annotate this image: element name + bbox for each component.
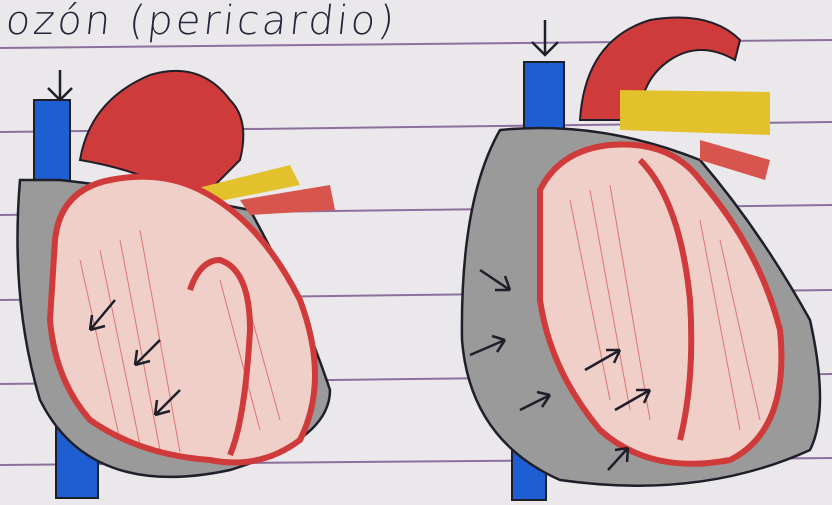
heart-muscle-left [50, 177, 315, 463]
vein-top-left [34, 100, 70, 190]
arrow-down-icon [532, 20, 558, 55]
handwritten-caption: ozón (pericardio) [4, 0, 400, 44]
arrow-down-icon [48, 70, 72, 100]
vein-top-right [524, 62, 564, 134]
nerve-right [620, 90, 770, 135]
heart-right-drawing [462, 18, 820, 501]
heart-left-drawing [18, 70, 336, 498]
